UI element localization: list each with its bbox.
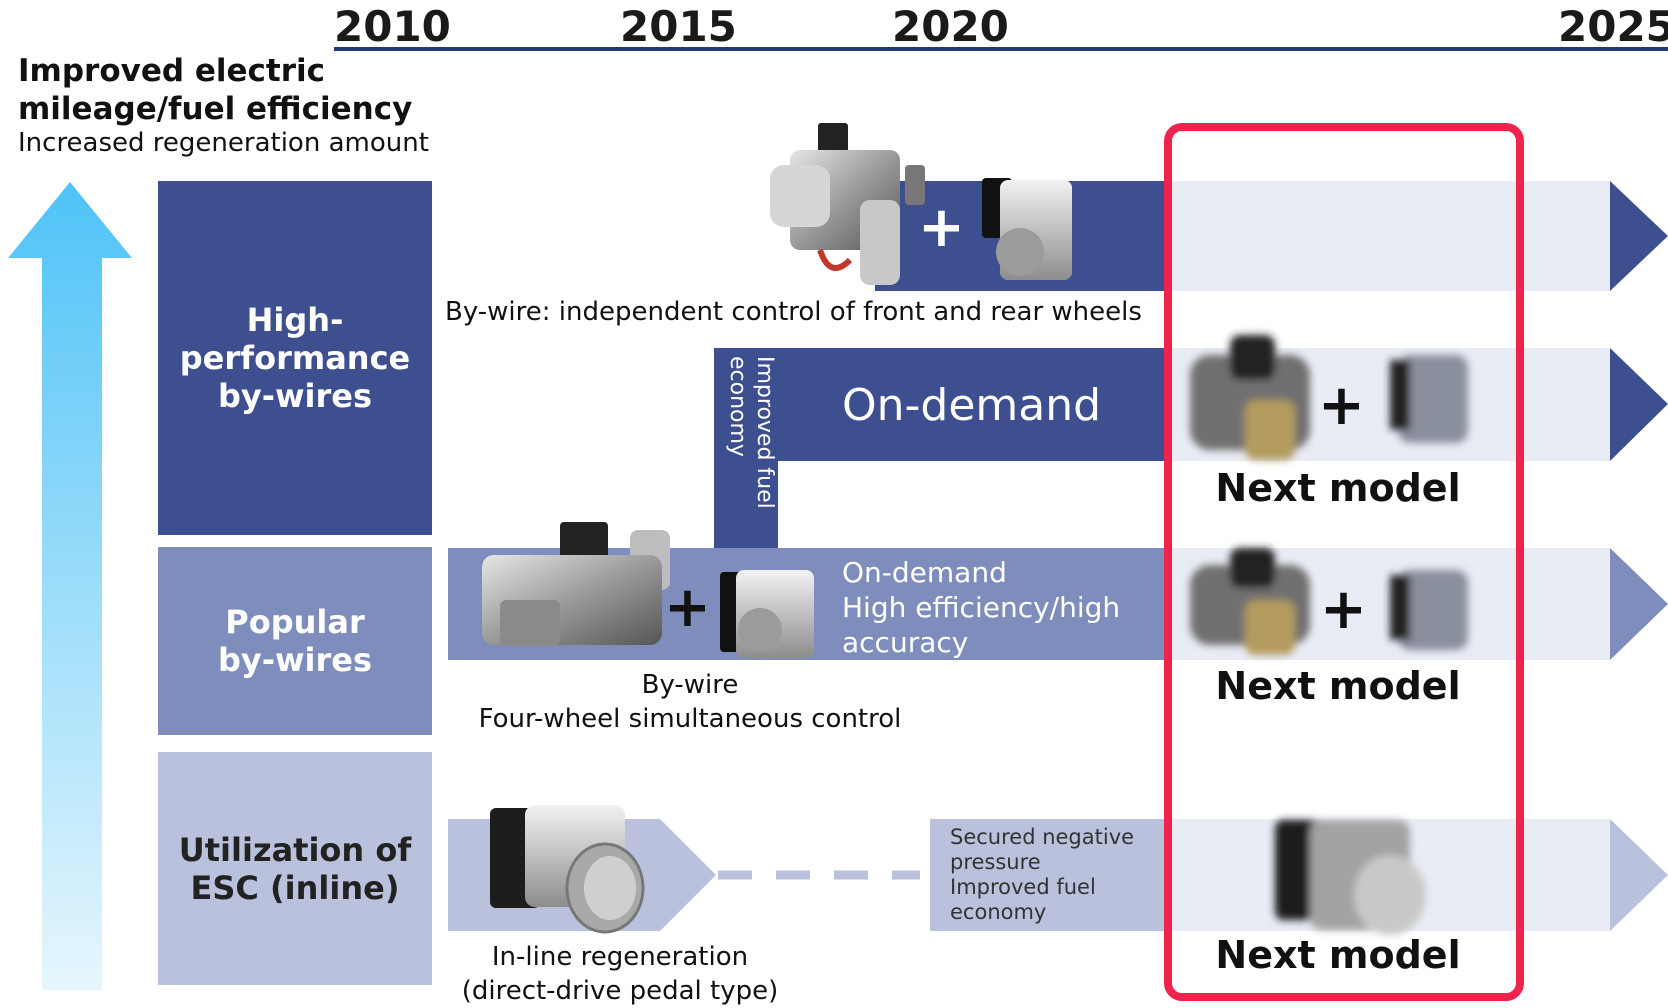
brake-unit-icon — [770, 123, 925, 285]
on-demand-title: On-demand — [842, 380, 1102, 431]
year-label-2020: 2020 — [892, 2, 1009, 51]
esc-module-icon — [982, 178, 1072, 280]
year-label-2010: 2010 — [334, 2, 451, 51]
category-label-esc: Utilization of ESC (inline) — [178, 830, 412, 907]
next-model-label: Next model — [1215, 664, 1461, 708]
category-block-esc — [158, 752, 432, 985]
category-label-high-performance: High- performance by-wires — [179, 301, 411, 415]
improved-fuel-economy-vertical-label: Improved fuel economy — [725, 356, 777, 509]
next-model-label: Next model — [1215, 933, 1461, 977]
category-block-high-performance — [158, 181, 432, 535]
timeline-axis — [334, 47, 1668, 51]
plus-sign: + — [918, 195, 965, 260]
blurred-next-model-icon — [1190, 548, 1468, 655]
esc-module-icon — [720, 570, 814, 658]
next-model-label: Next model — [1215, 466, 1461, 510]
popular-caption: By-wire Four-wheel simultaneous control — [478, 670, 902, 734]
esc-benefit-text: Secured negative pressure Improved fuel … — [950, 825, 1135, 924]
popular-on-demand-text: On-demand High efficiency/high accuracy — [842, 556, 1121, 659]
plus-sign: + — [664, 575, 711, 640]
goal-title: Improved electric mileage/fuel efficienc… — [18, 53, 413, 127]
plus-sign: + — [1320, 577, 1367, 642]
blurred-next-model-icon — [1190, 335, 1468, 460]
goal-subtitle: Increased regeneration amount — [18, 128, 429, 158]
independent-control-caption: By-wire: independent control of front an… — [445, 297, 1142, 327]
plus-sign: + — [1318, 373, 1365, 438]
upward-arrow-icon — [8, 182, 132, 990]
esc-caption: In-line regeneration (direct-drive pedal… — [461, 942, 779, 1006]
year-label-2015: 2015 — [620, 2, 737, 51]
esc-module-icon — [490, 805, 645, 934]
brake-unit-icon — [482, 522, 670, 646]
year-label-2025: 2025 — [1558, 2, 1668, 51]
blurred-next-model-icon — [1275, 820, 1426, 935]
category-label-popular: Popular by-wires — [217, 603, 373, 679]
category-block-popular — [158, 547, 432, 735]
next-model-highlight-frame — [1164, 123, 1524, 1001]
